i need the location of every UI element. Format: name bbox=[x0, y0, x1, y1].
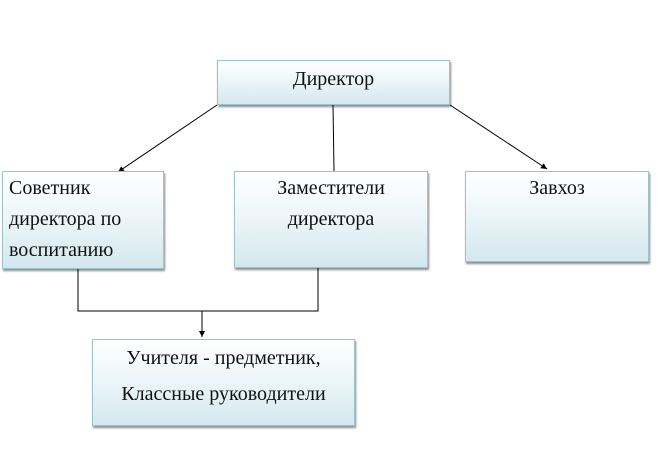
node-director: Директор bbox=[217, 60, 450, 105]
edge-director-deputies bbox=[332, 104, 335, 172]
edge-director-advisor bbox=[117, 104, 218, 173]
node-advisor: Советник директора по воспитанию bbox=[2, 171, 164, 269]
node-deputies: Заместители директора bbox=[234, 171, 428, 268]
node-deputies-label-line2: директора bbox=[287, 208, 375, 230]
node-advisor-label-line3: воспитанию bbox=[9, 239, 114, 261]
node-deputies-label-line1: Заместители bbox=[277, 177, 385, 199]
node-teachers: Учителя - предметник, Классные руководит… bbox=[92, 339, 355, 426]
node-director-label: Директор bbox=[292, 68, 375, 90]
node-teachers-label-line2: Классные руководители bbox=[121, 383, 326, 405]
edge-director-supply bbox=[449, 104, 548, 170]
edge-advisor-deputies-join bbox=[77, 268, 319, 312]
node-teachers-label-line1: Учителя - предметник, bbox=[126, 347, 321, 369]
node-advisor-label-line2: директора по bbox=[9, 208, 122, 230]
node-supply-manager-label: Завхоз bbox=[529, 177, 585, 199]
node-advisor-label-line1: Советник bbox=[9, 177, 91, 199]
node-supply-manager: Завхоз bbox=[465, 171, 649, 262]
